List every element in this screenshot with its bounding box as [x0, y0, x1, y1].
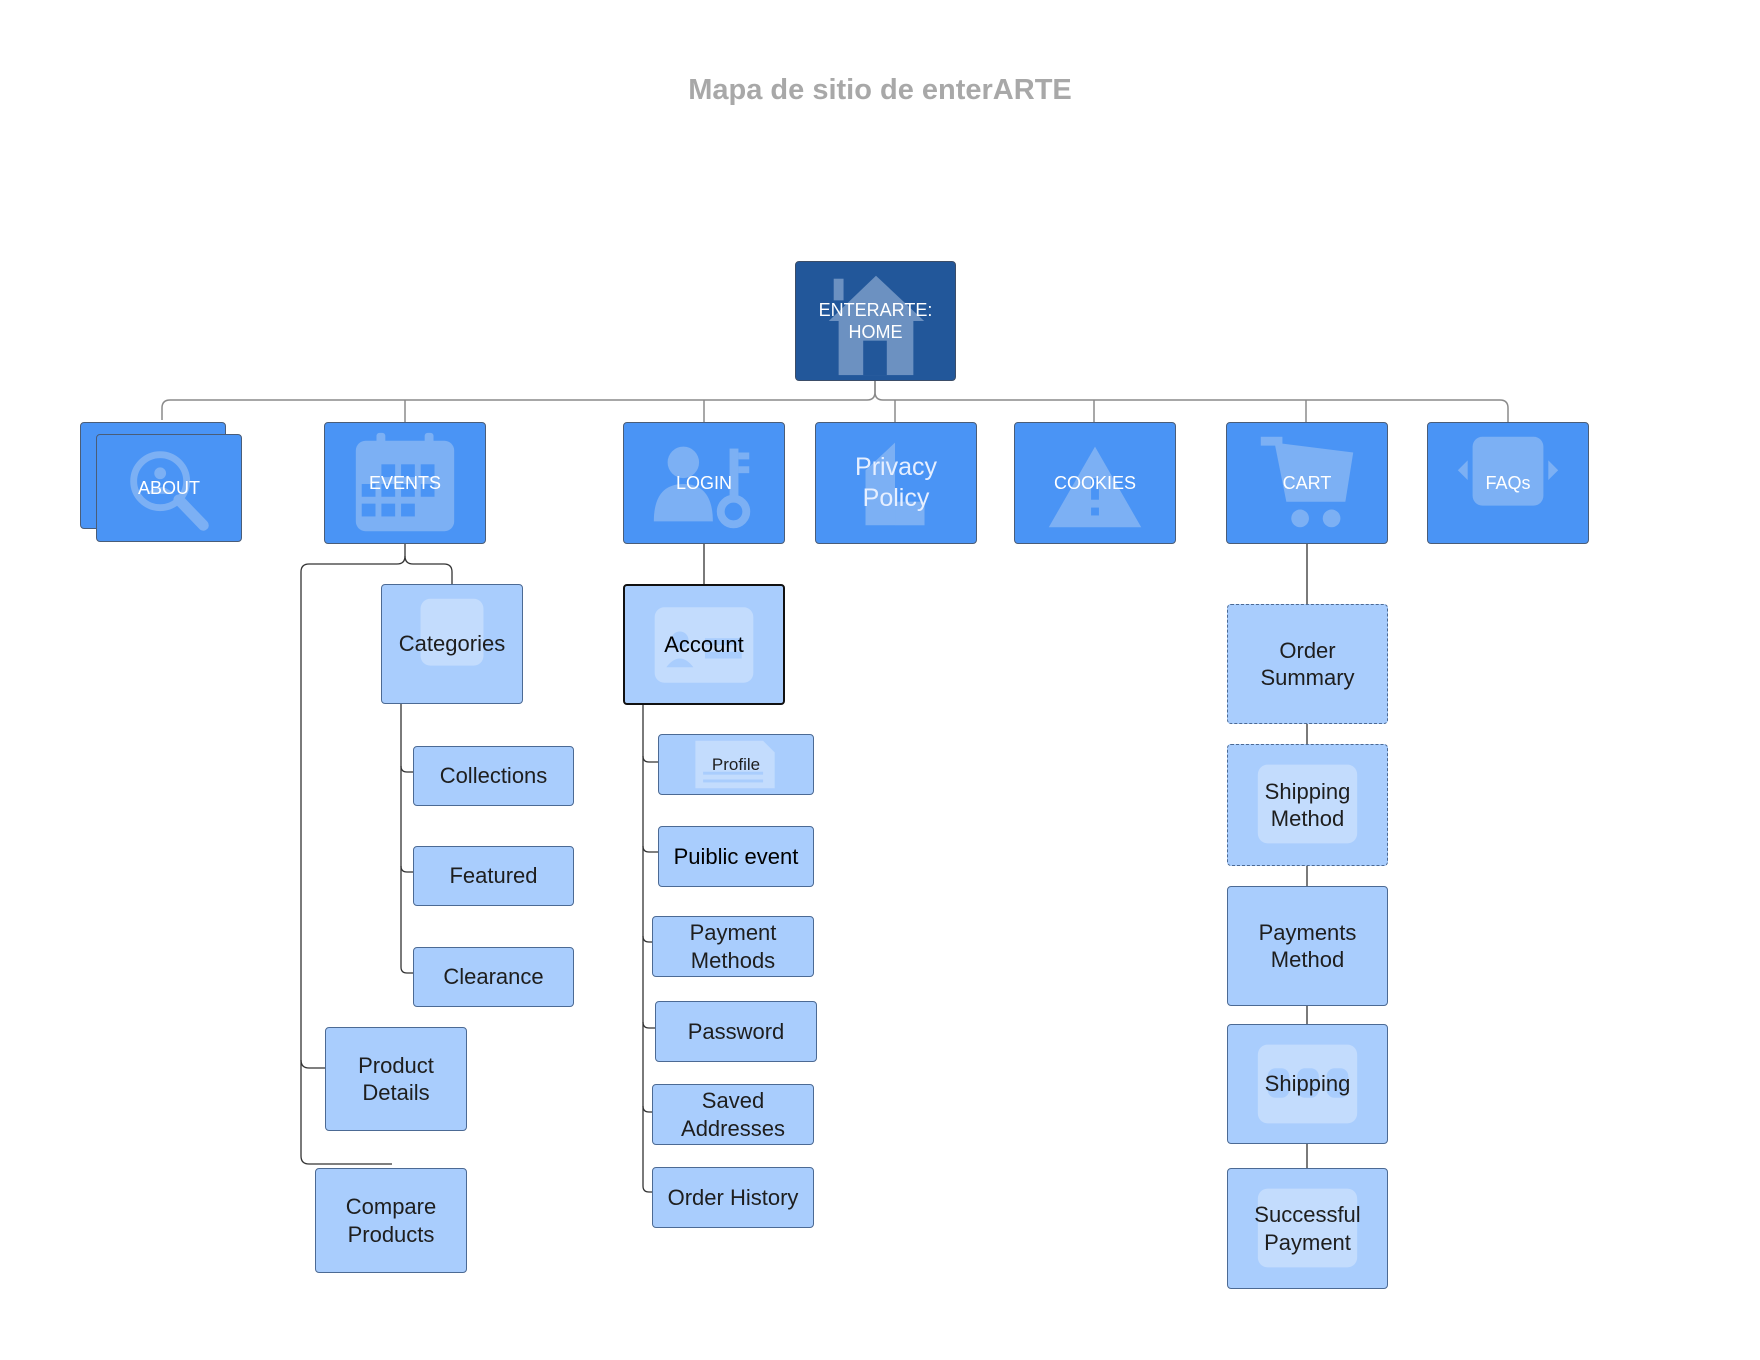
shipping-node[interactable]: Shipping: [1227, 1024, 1388, 1144]
clearance-node[interactable]: Clearance: [413, 947, 574, 1007]
featured-node[interactable]: Featured: [413, 846, 574, 906]
about-label: ABOUT: [137, 477, 200, 498]
successful-payment-line2: Payment: [1264, 1229, 1351, 1255]
order-history-label: Order History: [667, 1184, 799, 1210]
saved-addresses-line2: Addresses: [681, 1115, 785, 1141]
image-carousel-icon: [1457, 436, 1559, 506]
events-label: EVENTS: [368, 472, 442, 493]
home-node[interactable]: ENTERARTE: HOME: [795, 261, 956, 381]
diagram-title: Mapa de sitio de enterARTE: [688, 74, 1072, 106]
dollar-signs-icon: [1257, 1044, 1358, 1124]
document-icon: [865, 442, 925, 526]
featured-label: Featured: [449, 863, 538, 889]
shipping-label: Shipping: [1264, 1071, 1351, 1097]
collections-label: Collections: [439, 763, 548, 789]
shipping-method-node[interactable]: Shipping Method: [1227, 744, 1388, 866]
password-label: Password: [687, 1018, 785, 1044]
warning-icon: [1048, 446, 1142, 528]
public-event-label: Puiblic event: [673, 843, 799, 869]
login-node[interactable]: LOGIN: [623, 422, 785, 544]
order-summary-line1: Order: [1279, 637, 1336, 663]
image-icon: [420, 598, 484, 666]
magnifier-icon: [130, 451, 209, 531]
login-label: LOGIN: [675, 472, 732, 493]
collections-node[interactable]: Collections: [413, 746, 574, 806]
calendar-icon: [355, 432, 455, 532]
money-icon: [1257, 764, 1358, 844]
order-summary-line2: Summary: [1260, 665, 1355, 690]
categories-node[interactable]: Categories: [381, 584, 523, 704]
successful-payment-node[interactable]: Successful Payment: [1227, 1168, 1388, 1289]
events-node[interactable]: EVENTS: [324, 422, 486, 544]
product-details-node[interactable]: Product Details: [325, 1027, 467, 1131]
saved-addresses-line1: Saved: [701, 1088, 765, 1113]
payment-methods-line2: Methods: [690, 947, 776, 973]
product-details-line1: Product: [358, 1052, 434, 1078]
document-icon: [695, 740, 775, 789]
id-card-icon: [654, 607, 754, 683]
account-node[interactable]: Account: [623, 584, 785, 705]
faqs-label: FAQs: [1485, 472, 1531, 493]
successful-payment-line1: Successful: [1254, 1202, 1361, 1227]
compare-products-line1: Compare: [345, 1194, 437, 1219]
home-label-line2: HOME: [848, 322, 903, 342]
public-event-node[interactable]: Puiblic event: [658, 826, 814, 887]
cart-icon: [1260, 436, 1354, 528]
about-node[interactable]: ABOUT: [96, 434, 242, 542]
order-summary-node[interactable]: Order Summary: [1227, 604, 1388, 724]
cart-label: CART: [1282, 472, 1332, 493]
saved-addresses-node[interactable]: Saved Addresses: [652, 1084, 814, 1145]
cart-node[interactable]: CART: [1226, 422, 1388, 544]
password-node[interactable]: Password: [655, 1001, 817, 1062]
payment-methods-line1: Payment: [689, 920, 777, 945]
home-label-line1: ENTERARTE:: [818, 299, 933, 320]
user-key-icon: [653, 446, 751, 529]
cookies-label: COOKIES: [1053, 472, 1137, 493]
faqs-node[interactable]: FAQs: [1427, 422, 1589, 544]
dollar-signs-icon: [1257, 1188, 1358, 1268]
clearance-label: Clearance: [443, 964, 544, 990]
payment-methods-node[interactable]: Payment Methods: [652, 916, 814, 977]
payments-method-line1: Payments: [1258, 919, 1357, 945]
order-history-node[interactable]: Order History: [652, 1167, 814, 1228]
privacy-label-line1: Privacy: [855, 452, 937, 481]
cookies-node[interactable]: COOKIES: [1014, 422, 1176, 544]
account-label: Account: [664, 631, 744, 657]
profile-label: Profile: [711, 754, 761, 774]
house-icon: [828, 275, 925, 376]
categories-label: Categories: [398, 631, 506, 657]
shipping-method-line1: Shipping: [1264, 778, 1351, 804]
compare-products-line2: Products: [347, 1221, 435, 1247]
payments-method-node[interactable]: Payments Method: [1227, 886, 1388, 1006]
shipping-method-line2: Method: [1270, 806, 1345, 831]
privacy-label-line2: Policy: [862, 484, 930, 512]
profile-node[interactable]: Profile: [658, 734, 814, 795]
payments-method-line2: Method: [1270, 947, 1345, 972]
privacy-policy-node[interactable]: Privacy Policy: [815, 422, 977, 544]
product-details-line2: Details: [362, 1080, 430, 1105]
compare-products-node[interactable]: Compare Products: [315, 1168, 467, 1273]
